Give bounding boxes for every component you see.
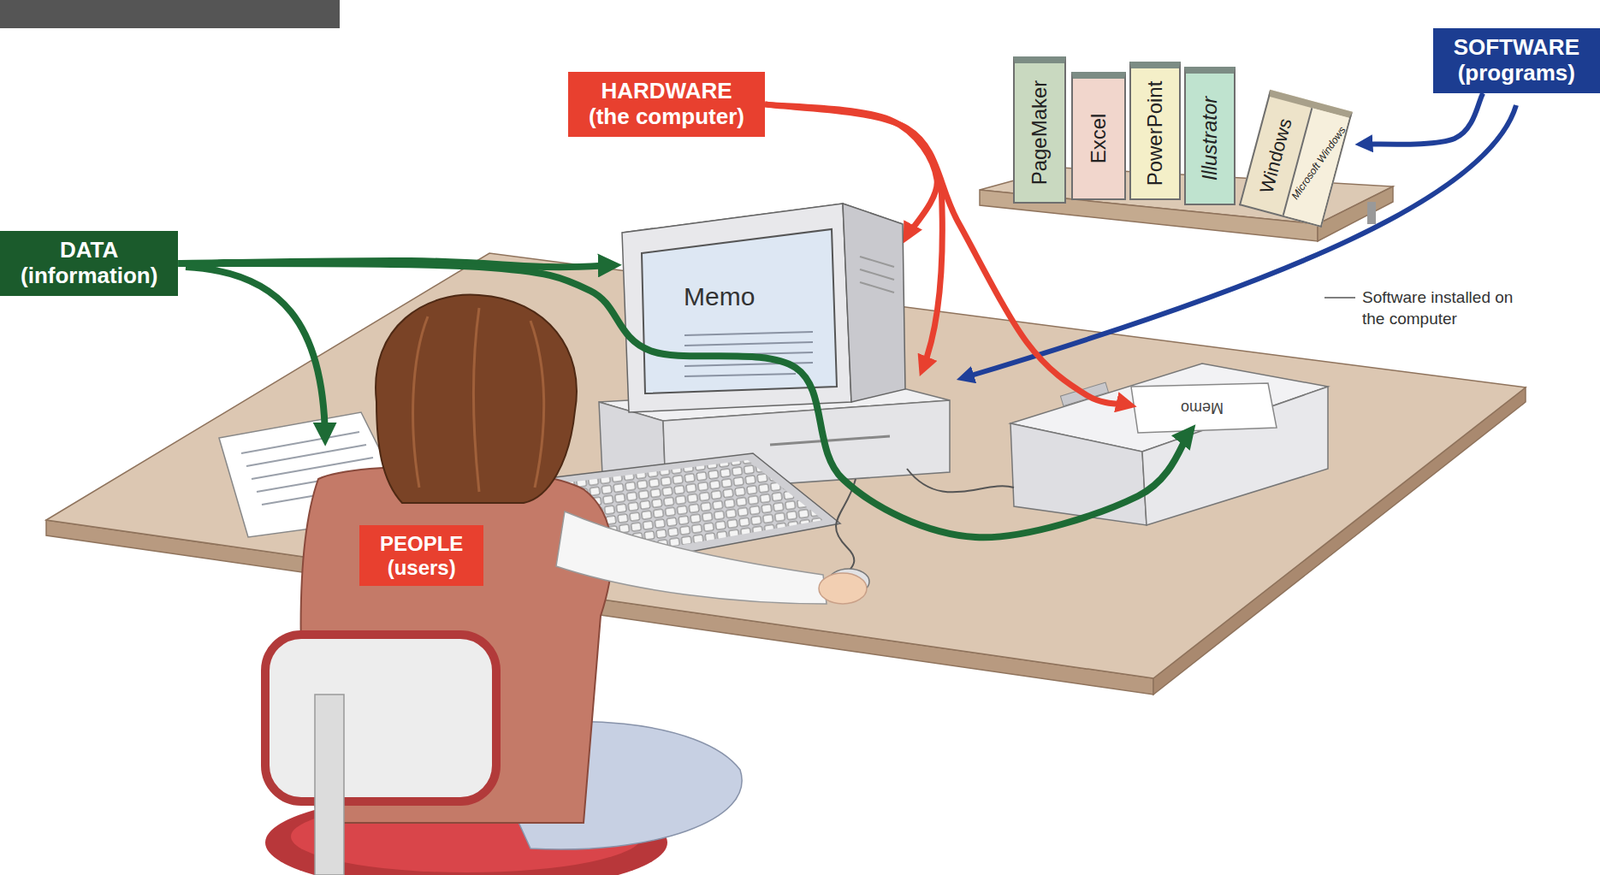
node-text: Memo	[683, 282, 755, 312]
mouse-cable	[835, 479, 856, 572]
node-text: PowerPoint	[1143, 81, 1168, 187]
drive-slot	[770, 436, 890, 445]
shelf-bracket	[1367, 201, 1376, 225]
vent	[859, 269, 895, 280]
vent	[859, 256, 895, 267]
top-bar	[0, 0, 340, 29]
book-spine: PageMaker	[1013, 56, 1067, 204]
monitor-screen	[641, 229, 837, 394]
text-line	[684, 342, 813, 346]
person-hair	[375, 295, 577, 504]
text-line	[241, 432, 360, 454]
node-text: Excel	[1086, 113, 1111, 165]
book-spine: Excel	[1071, 71, 1126, 201]
software-tag: SOFTWARE(programs)	[1433, 28, 1600, 94]
node-text: HARDWARE	[588, 78, 745, 105]
callout-label: Software installed on the computer	[1362, 287, 1527, 330]
strand	[530, 320, 545, 488]
printer-output: Memo	[1137, 390, 1267, 425]
node-text: (users)	[379, 556, 463, 581]
node-text: (information)	[20, 263, 158, 290]
data-arrow	[185, 266, 326, 439]
node-text: (programs)	[1453, 60, 1580, 87]
chair-back	[265, 634, 497, 802]
hardware-tag: HARDWARE(the computer)	[568, 71, 765, 137]
text-line	[684, 373, 796, 377]
person-hand	[818, 573, 867, 605]
text-line	[246, 444, 367, 467]
node-text: Memo	[1180, 398, 1224, 417]
person-sleeve	[556, 511, 827, 605]
vent	[859, 282, 895, 293]
node-text: SOFTWARE	[1453, 35, 1580, 61]
node-text: (the computer)	[588, 104, 745, 131]
leader-line	[1324, 296, 1356, 299]
text-line	[684, 331, 813, 336]
node-text: PageMaker	[1027, 80, 1052, 186]
data-tag: DATA(information)	[0, 231, 178, 297]
monitor-vents	[859, 256, 895, 293]
book-spine: PowerPoint	[1129, 61, 1181, 201]
printer-cable	[906, 468, 1014, 492]
hair-strands	[413, 308, 545, 492]
printer-paper	[1131, 383, 1277, 433]
book-spine: Illustrator	[1184, 66, 1236, 206]
monitor-front	[622, 203, 852, 413]
chair-post	[314, 694, 344, 875]
node-text: DATA	[20, 237, 158, 264]
monitor-side	[842, 203, 906, 403]
strand	[413, 316, 428, 488]
node-text: PEOPLE	[379, 532, 463, 557]
connector-arrow	[764, 104, 937, 238]
connector-arrow	[177, 263, 1191, 538]
windows-book: WindowsMicrosoft Windows	[1238, 89, 1353, 228]
printer-front	[1010, 423, 1147, 526]
connector-arrow	[1361, 93, 1484, 145]
node-text: Illustrator	[1197, 96, 1222, 182]
monitor: Memo	[622, 203, 903, 409]
people-tag: PEOPLE(users)	[359, 525, 484, 587]
strand	[473, 308, 480, 492]
